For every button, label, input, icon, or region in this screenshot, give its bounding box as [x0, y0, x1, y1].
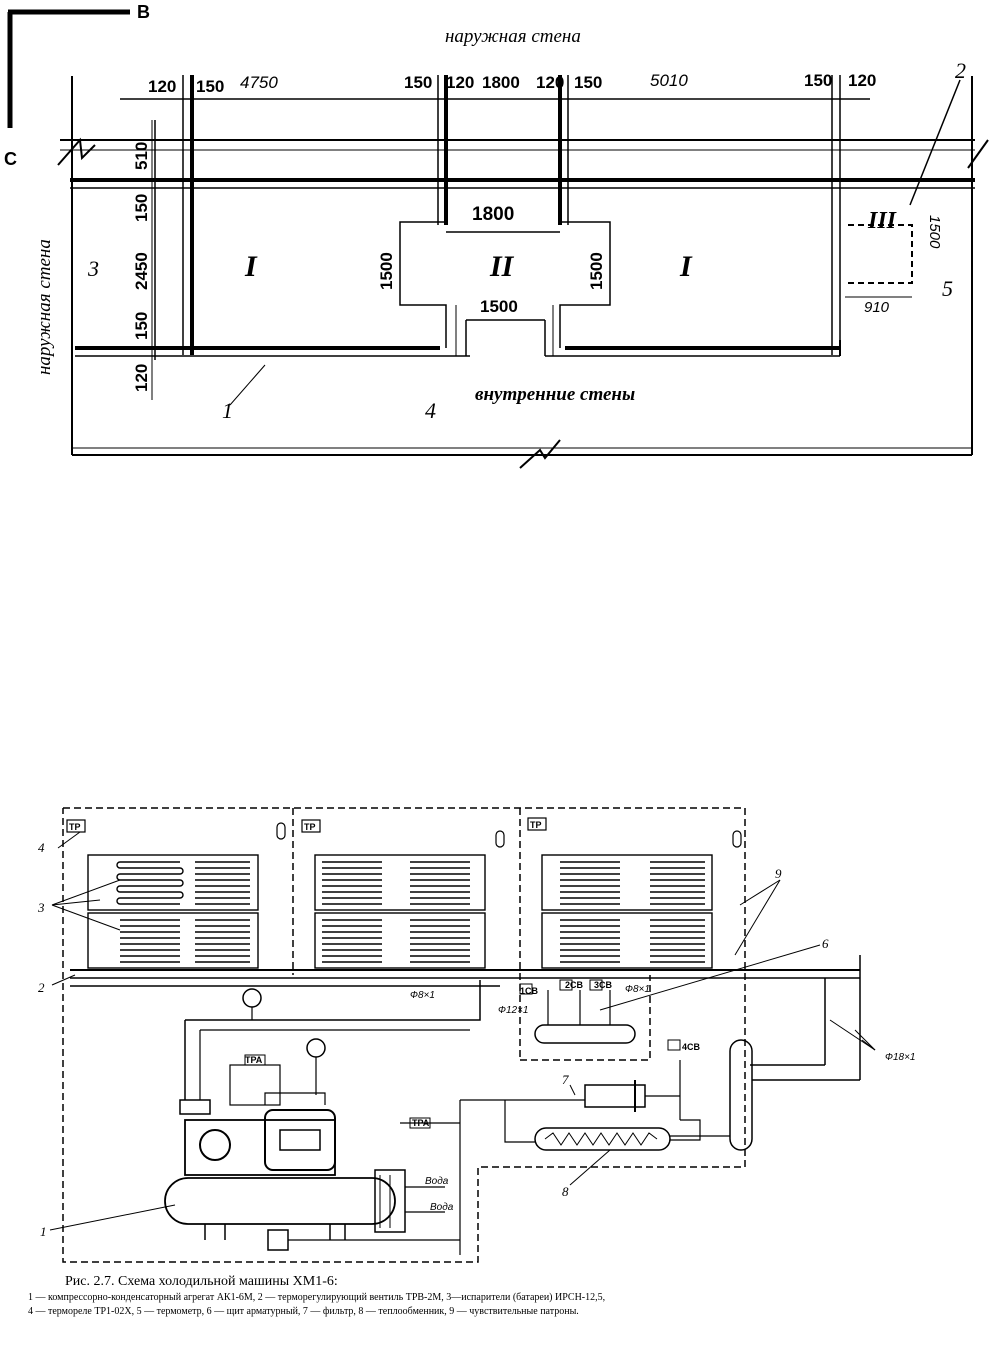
pipe-8b-label: Ф8×1 — [625, 984, 650, 995]
callout-2: 2 — [955, 58, 966, 83]
left-dim-label: 120 — [132, 364, 151, 392]
left-dim-label: 2450 — [132, 252, 151, 290]
room-2: II — [489, 250, 515, 283]
corner-label-b: B — [137, 2, 150, 22]
left-dim-label: 150 — [132, 194, 151, 222]
refrigeration-scheme — [49, 807, 876, 1263]
callout-unit-4: 4 — [38, 840, 45, 855]
tr-label: ТР — [530, 820, 542, 830]
room-1-left: I — [244, 250, 258, 283]
callout-4: 4 — [425, 398, 436, 423]
dim-1500-room3: 1500 — [926, 215, 943, 249]
top-dim-label: 120 — [536, 73, 564, 92]
left-dim-label: 510 — [132, 142, 151, 170]
figure-caption-line1: 1 — компрессорно-конденсаторный агрегат … — [28, 1292, 605, 1303]
evaporator-batteries — [87, 854, 713, 969]
sv1-label: 1СВ — [520, 986, 539, 996]
water-in-label: Вода — [425, 1176, 449, 1187]
callout-unit-8: 8 — [562, 1184, 569, 1199]
pipe-12-label: Ф12×1 — [498, 1005, 528, 1016]
top-dim-label: 5010 — [650, 71, 688, 90]
pipe-8-label: Ф8×1 — [410, 990, 435, 1001]
tr-label: ТР — [69, 822, 81, 832]
callout-unit-2: 2 — [38, 980, 45, 995]
outer-wall-left-label: наружная стена — [34, 239, 55, 375]
dim-1500-right: 1500 — [587, 252, 606, 290]
tra-label: ТРА — [245, 1055, 263, 1065]
top-dim-label: 120 — [848, 71, 876, 90]
inner-walls-label: внутренние стены — [475, 384, 635, 405]
water-out-label: Вода — [430, 1202, 454, 1213]
tra2-label: ТРА — [412, 1118, 430, 1128]
dim-1500-left: 1500 — [377, 252, 396, 290]
top-dim-label: 4750 — [240, 73, 278, 92]
sv4-label: 4СВ — [682, 1042, 701, 1052]
figure-caption-title: Рис. 2.7. Схема холодильной машины ХМ1-6… — [65, 1274, 338, 1289]
callout-unit-9: 9 — [775, 866, 782, 881]
tr-label: ТР — [304, 822, 316, 832]
outer-wall-top-label: наружная стена — [445, 26, 581, 47]
dim-910: 910 — [864, 299, 890, 316]
floor-plan — [7, 9, 989, 469]
dim-1500-bottom: 1500 — [480, 297, 518, 316]
top-dim-label: 150 — [196, 77, 224, 96]
callout-unit-3: 3 — [37, 900, 45, 915]
pipe-18-label: Ф18×1 — [885, 1052, 915, 1063]
top-dim-label: 150 — [574, 73, 602, 92]
room-3: III — [867, 208, 898, 234]
top-dim-label: 120 — [148, 77, 176, 96]
top-dimensions: 120 150 4750 150 120 1800 120 150 5010 1… — [148, 71, 876, 96]
callout-unit-6: 6 — [822, 936, 829, 951]
top-dim-label: 120 — [446, 73, 474, 92]
corner-label-c: C — [4, 149, 17, 169]
callout-5: 5 — [942, 276, 953, 301]
callout-3: 3 — [87, 256, 99, 281]
callout-unit-7: 7 — [562, 1072, 569, 1087]
top-dim-label: 150 — [804, 71, 832, 90]
left-dimensions: 510 150 2450 150 120 — [132, 142, 151, 392]
callout-1: 1 — [222, 398, 233, 423]
callout-unit-1: 1 — [40, 1224, 47, 1239]
figure-caption-line2: 4 — термореле ТР1-02Х, 5 — термометр, 6 … — [28, 1306, 579, 1317]
top-dim-label: 150 — [404, 73, 432, 92]
top-dim-label: 1800 — [482, 73, 520, 92]
sv2-label: 2СВ — [565, 980, 584, 990]
sv3-label: 3СВ — [594, 980, 613, 990]
dim-1800: 1800 — [472, 204, 514, 225]
room-1-right: I — [679, 250, 693, 283]
left-dim-label: 150 — [132, 312, 151, 340]
